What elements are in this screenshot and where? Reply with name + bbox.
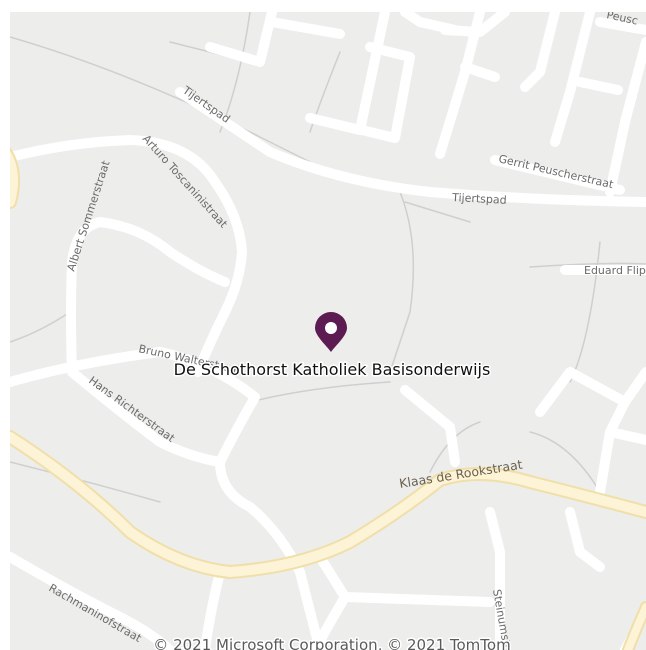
map-canvas: Tijertspad Tijertspad Arturo Toscaninist…	[10, 12, 646, 650]
minor-roads	[10, 12, 646, 650]
street-label-tijertspad-south: Tijertspad	[451, 191, 507, 207]
street-label-rachmaninof: Rachmaninofstraat	[47, 581, 145, 645]
footpaths	[10, 12, 646, 503]
map-pin-icon[interactable]	[315, 312, 347, 352]
street-label-gerrit: Gerrit Peuscherstraat	[497, 152, 615, 191]
poi-label[interactable]: De Schothorst Katholiek Basisonderwijs	[172, 359, 492, 381]
street-label-eduard: Eduard Flip	[584, 264, 646, 277]
street-label-albert: Albert Sommerstraat	[64, 158, 112, 272]
map-copyright: © 2021 Microsoft Corporation, © 2021 Tom…	[153, 636, 510, 650]
street-label-klaas: Klaas de Rookstraat	[398, 457, 523, 491]
major-roads	[10, 147, 646, 650]
street-label-hans: Hans Richterstraat	[86, 374, 177, 445]
map-view[interactable]: Tijertspad Tijertspad Arturo Toscaninist…	[10, 12, 646, 650]
street-label-tijertspad-north: Tijertspad	[179, 83, 232, 126]
